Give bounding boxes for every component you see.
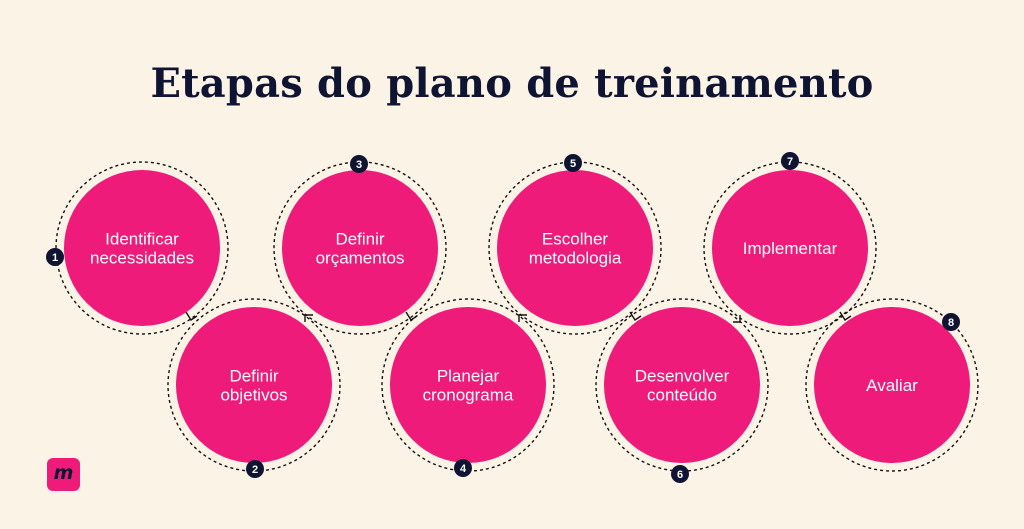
step-badge-5 bbox=[564, 154, 582, 172]
flow-arrow-icon bbox=[405, 311, 418, 321]
step-circle-6 bbox=[604, 307, 760, 463]
flow-arrow-icon bbox=[518, 314, 527, 322]
step-label-5: Escolher bbox=[542, 230, 608, 249]
step-number-8: 8 bbox=[948, 317, 954, 329]
brand-logo-icon: m bbox=[47, 458, 80, 491]
step-badge-7 bbox=[781, 152, 799, 170]
brand-logo-glyph: m bbox=[53, 462, 74, 484]
step-label-4: cronograma bbox=[423, 386, 514, 405]
step-ring-1 bbox=[55, 161, 229, 335]
step-number-1: 1 bbox=[52, 252, 58, 264]
step-number-3: 3 bbox=[356, 159, 362, 171]
step-badge-8 bbox=[942, 313, 960, 331]
step-circle-3 bbox=[282, 170, 438, 326]
step-circle-1 bbox=[64, 170, 220, 326]
step-number-6: 6 bbox=[677, 469, 683, 481]
step-label-2: objetivos bbox=[220, 386, 287, 405]
step-number-2: 2 bbox=[252, 464, 258, 476]
step-number-4: 4 bbox=[460, 463, 467, 475]
step-label-5: metodologia bbox=[529, 249, 622, 268]
step-circle-7 bbox=[712, 170, 868, 326]
step-label-4: Planejar bbox=[437, 367, 500, 386]
flow-arrow-icon bbox=[304, 314, 313, 322]
step-badge-6 bbox=[671, 465, 689, 483]
flow-arrow-icon bbox=[839, 311, 852, 321]
step-badge-4 bbox=[454, 459, 472, 477]
step-label-8: Avaliar bbox=[866, 376, 918, 395]
step-label-7: Implementar bbox=[743, 239, 838, 258]
flow-arrow-icon bbox=[185, 311, 198, 321]
step-badge-1 bbox=[46, 248, 64, 266]
step-label-6: conteúdo bbox=[647, 386, 717, 405]
step-label-6: Desenvolver bbox=[635, 367, 730, 386]
step-circle-4 bbox=[390, 307, 546, 463]
step-label-1: Identificar bbox=[105, 230, 179, 249]
page-title: Etapas do plano de treinamento bbox=[150, 60, 874, 107]
step-number-5: 5 bbox=[570, 158, 576, 170]
step-label-3: orçamentos bbox=[316, 249, 405, 268]
step-circle-5 bbox=[497, 170, 653, 326]
step-circle-2 bbox=[176, 307, 332, 463]
flow-arrow-icon bbox=[733, 315, 741, 323]
step-circle-8 bbox=[814, 307, 970, 463]
step-ring-8 bbox=[805, 298, 979, 472]
step-label-1: necessidades bbox=[90, 249, 194, 268]
step-number-7: 7 bbox=[787, 156, 793, 168]
step-label-2: Definir bbox=[229, 367, 278, 386]
flow-arrow-icon bbox=[629, 311, 642, 321]
step-badge-3 bbox=[350, 155, 368, 173]
step-label-3: Definir bbox=[335, 230, 384, 249]
step-badge-2 bbox=[246, 460, 264, 478]
